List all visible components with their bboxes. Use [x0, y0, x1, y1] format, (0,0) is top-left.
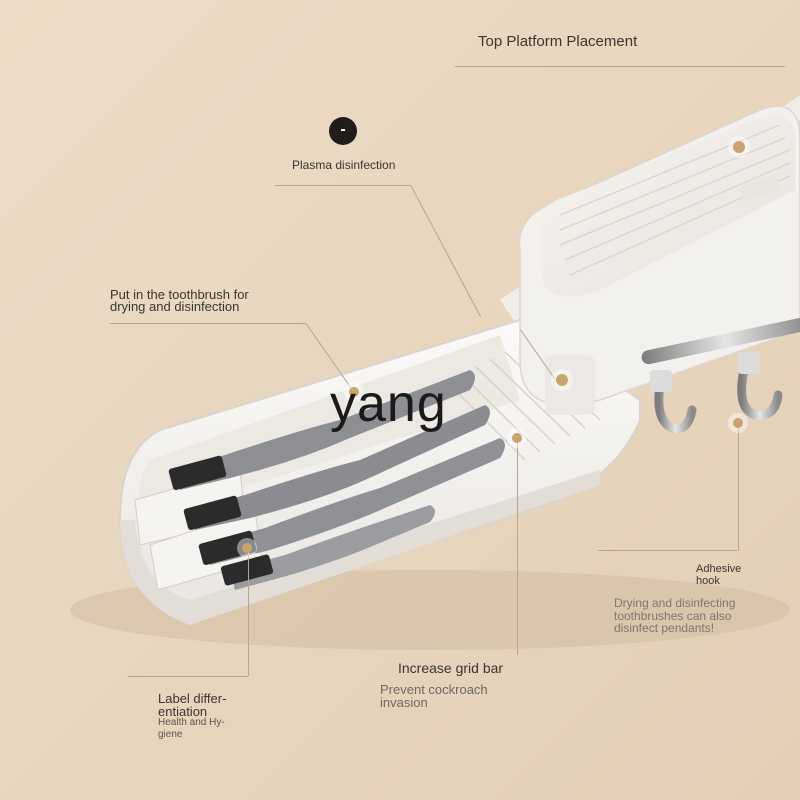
label-health-2: giene	[158, 729, 183, 740]
label-label-diff-2: entiation	[158, 704, 208, 719]
marker-brush	[349, 387, 359, 397]
marker-top-platform	[733, 141, 745, 153]
leader-label	[128, 676, 248, 677]
label-cockroach-2: invasion	[380, 695, 428, 710]
toothbrushes	[168, 370, 505, 590]
leader-adhesive	[598, 550, 738, 551]
label-drying-3: disinfect pendants!	[614, 621, 715, 635]
label-drying-2: toothbrushes can also	[614, 609, 732, 623]
label-drying-1: Drying and disinfecting	[614, 596, 736, 610]
label-grid-bar: Increase grid bar	[398, 660, 504, 676]
label-top-platform: Top Platform Placement	[478, 33, 638, 50]
leader-plasma	[275, 185, 410, 186]
toothbrush-3	[198, 438, 505, 565]
label-label-diff-1: Label differ-	[158, 691, 227, 706]
adhesive-hooks	[641, 317, 800, 434]
leader-grid	[517, 440, 518, 655]
label-put-in-1: Put in the toothbrush for	[110, 287, 249, 302]
label-adhesive-1: Adhesive	[696, 563, 742, 575]
label-health-1: Health and Hy-	[158, 717, 225, 728]
label-plasma: Plasma disinfection	[292, 158, 396, 172]
marker-hook	[733, 418, 743, 428]
top-platform-unit	[518, 105, 800, 415]
marker-stand	[556, 374, 568, 386]
marker-label	[242, 543, 252, 553]
label-adhesive-2: hook	[696, 575, 720, 587]
leader-adhesive-v	[738, 424, 739, 550]
leader-put-in	[110, 323, 305, 324]
watermark-text: yang	[330, 375, 447, 433]
toothbrush-2	[183, 405, 490, 530]
label-put-in-2: drying and disinfection	[110, 299, 240, 314]
plasma-badge-icon: -	[329, 117, 357, 145]
marker-grid	[512, 433, 522, 443]
toothbrush-4	[220, 505, 435, 590]
toothbrush-1	[168, 370, 475, 490]
label-cockroach-1: Prevent cockroach	[380, 682, 488, 697]
leader-top-platform	[455, 66, 785, 67]
leader-label-v	[248, 548, 249, 676]
